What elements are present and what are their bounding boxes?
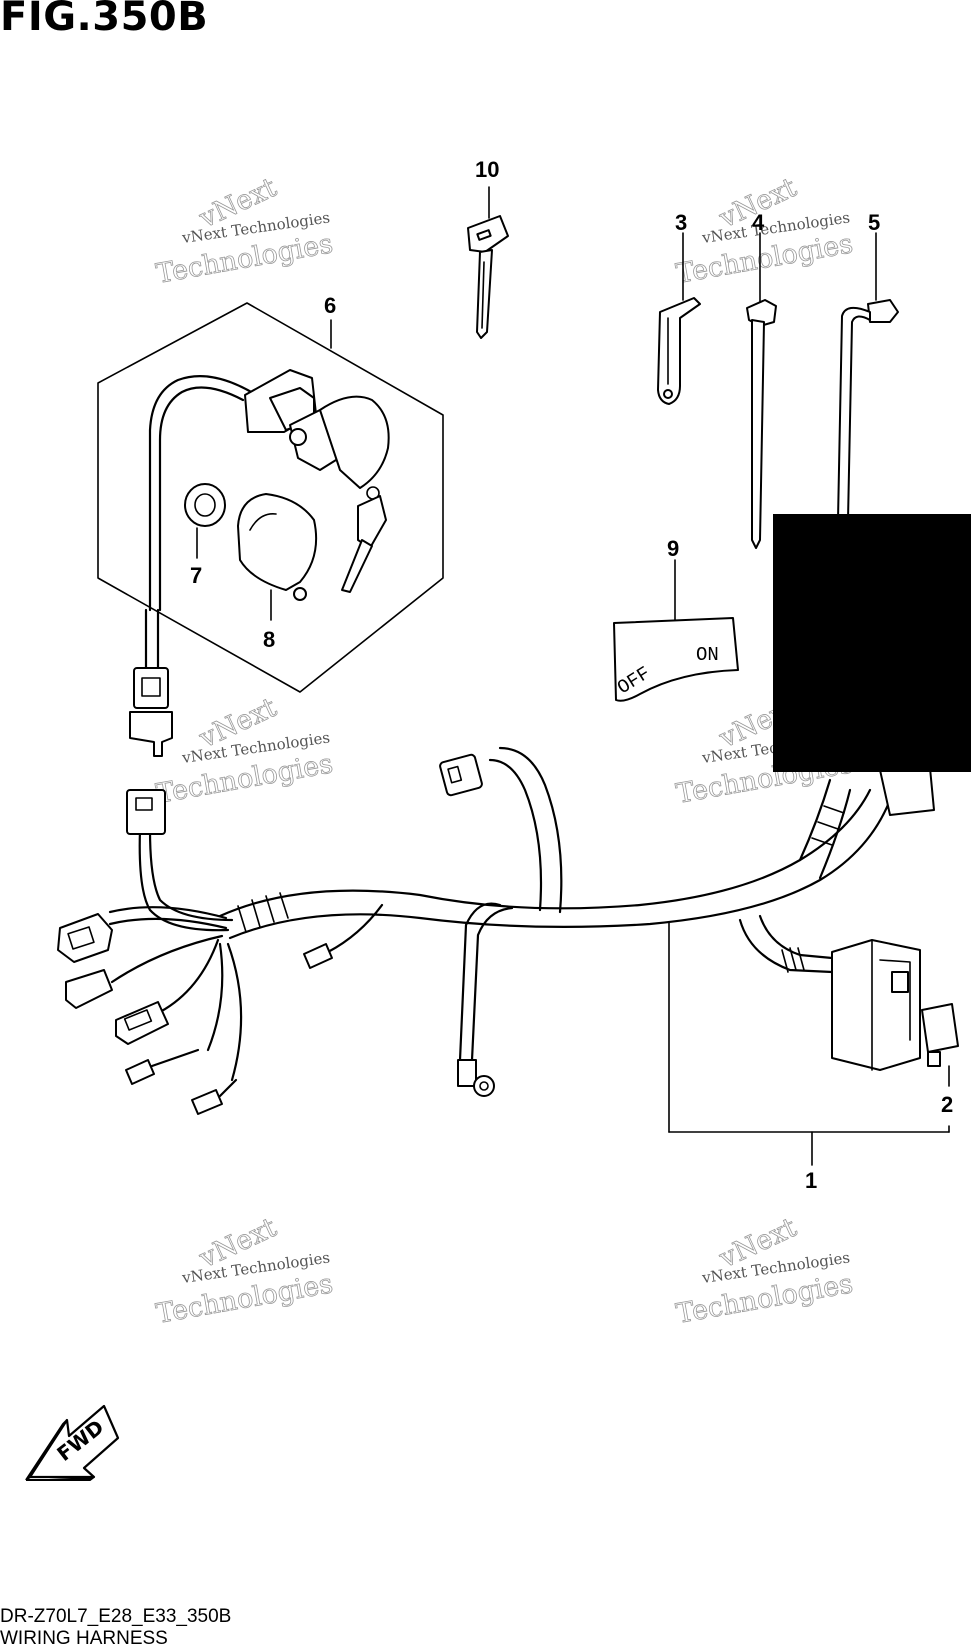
part-label-1: 1 xyxy=(805,1168,817,1193)
figure-code: DR-Z70L7_E28_E33_350B xyxy=(0,1606,232,1627)
wiring-harness-part-1 xyxy=(57,746,959,1166)
part-label-6: 6 xyxy=(324,293,336,318)
watermark: vNext Technologies Technologies vNext xyxy=(673,1212,855,1331)
watermark: vNext Technologies Technologies vNext xyxy=(153,692,335,811)
figure-name: WIRING HARNESS xyxy=(0,1628,168,1649)
part-label-10: 10 xyxy=(475,157,499,182)
figure-title: FIG.350B xyxy=(0,0,209,40)
part-label-2: 2 xyxy=(941,1092,953,1117)
part-label-8: 8 xyxy=(263,627,275,652)
redaction-block xyxy=(773,514,971,772)
cable-tie-part-4 xyxy=(746,232,777,549)
part-label-3: 3 xyxy=(675,210,687,235)
watermark: vNext Technologies Technologies vNext xyxy=(153,1212,335,1331)
watermark: vNext Technologies Technologies vNext xyxy=(153,172,335,291)
cable-tie-part-5 xyxy=(837,232,899,521)
switch-connector xyxy=(129,608,173,757)
switch-plate-part-9: OFF ON xyxy=(613,559,739,702)
part-label-7: 7 xyxy=(190,563,202,588)
part-label-9: 9 xyxy=(667,536,679,561)
key-part-10 xyxy=(467,186,509,339)
watermark: vNext Technologies Technologies vNext xyxy=(673,172,855,291)
fwd-arrow: FWD xyxy=(25,1404,120,1481)
part-label-4: 4 xyxy=(752,210,765,235)
switch-plate-on-text: ON xyxy=(696,644,719,666)
ignition-switch-assembly-part-6 xyxy=(97,302,444,693)
clamp-part-3 xyxy=(657,232,701,405)
part-label-5: 5 xyxy=(868,210,880,235)
